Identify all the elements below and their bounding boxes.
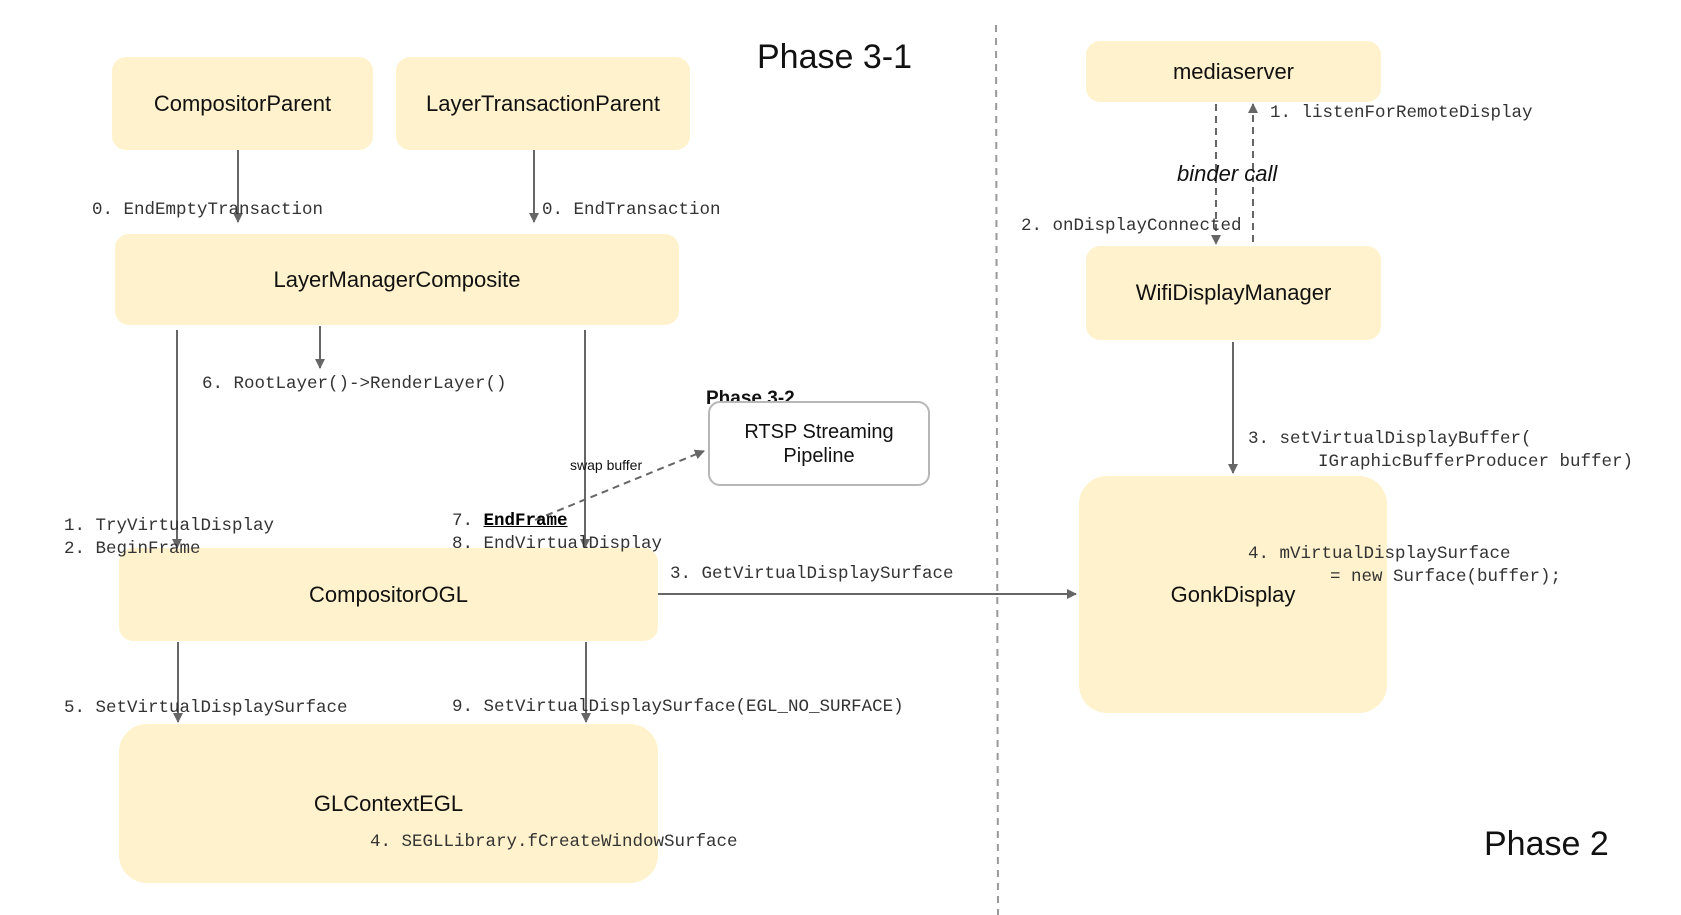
label-end-frame: EndFrame <box>483 511 568 531</box>
compositor-parent-node: CompositorParent <box>112 57 373 150</box>
label-on-display-connected: 2. onDisplayConnected <box>1021 216 1242 236</box>
phase-2-title: Phase 2 <box>1484 825 1609 863</box>
label-try-virtual-display: 1. TryVirtualDisplay <box>64 516 275 536</box>
label-m-virtual-display-surface-line-1: 4. mVirtualDisplaySurface <box>1248 544 1511 564</box>
phase-divider-line <box>995 24 999 915</box>
rtsp-streaming-pipeline-node: RTSP Streaming Pipeline <box>708 401 930 486</box>
label-end-frame-number: 7. <box>452 511 484 531</box>
label-create-window-surface: 4. SEGLLibrary.fCreateWindowSurface <box>370 832 738 852</box>
label-get-virtual-display-surface: 3. GetVirtualDisplaySurface <box>670 564 954 584</box>
mediaserver-node: mediaserver <box>1086 41 1381 102</box>
label-begin-frame: 2. BeginFrame <box>64 539 201 559</box>
label-binder-call: binder call <box>1177 161 1278 186</box>
layer-manager-composite-node: LayerManagerComposite <box>115 234 679 325</box>
label-set-virtual-display-buffer-line-1: 3. setVirtualDisplayBuffer( <box>1248 429 1532 449</box>
layer-transaction-parent-node: LayerTransactionParent <box>396 57 690 150</box>
label-swap-buffer: swap buffer <box>570 457 643 473</box>
label-root-layer-render: 6. RootLayer()->RenderLayer() <box>202 374 507 394</box>
label-end-empty-transaction: 0. EndEmptyTransaction <box>92 200 324 220</box>
gl-context-egl-node: GLContextEGL <box>119 724 658 883</box>
label-end-frame-row: 7. EndFrame <box>452 510 568 533</box>
gonk-display-node: GonkDisplay <box>1079 476 1387 713</box>
compositor-ogl-node: CompositorOGL <box>119 548 658 641</box>
label-set-virtual-display-buffer-line-2: IGraphicBufferProducer buffer) <box>1318 452 1634 472</box>
label-end-virtual-display: 8. EndVirtualDisplay <box>452 534 663 554</box>
label-end-transaction: 0. EndTransaction <box>542 200 721 220</box>
label-set-virtual-display-surface-none: 9. SetVirtualDisplaySurface(EGL_NO_SURFA… <box>452 697 904 717</box>
label-set-virtual-display-surface: 5. SetVirtualDisplaySurface <box>64 698 348 718</box>
arrow-swap-buffer <box>534 449 705 521</box>
label-m-virtual-display-surface-line-2: = new Surface(buffer); <box>1330 567 1562 587</box>
label-listen-for-remote-display: 1. listenForRemoteDisplay <box>1270 103 1533 123</box>
wifi-display-manager-node: WifiDisplayManager <box>1086 246 1381 340</box>
phase-3-1-title: Phase 3-1 <box>757 38 912 76</box>
